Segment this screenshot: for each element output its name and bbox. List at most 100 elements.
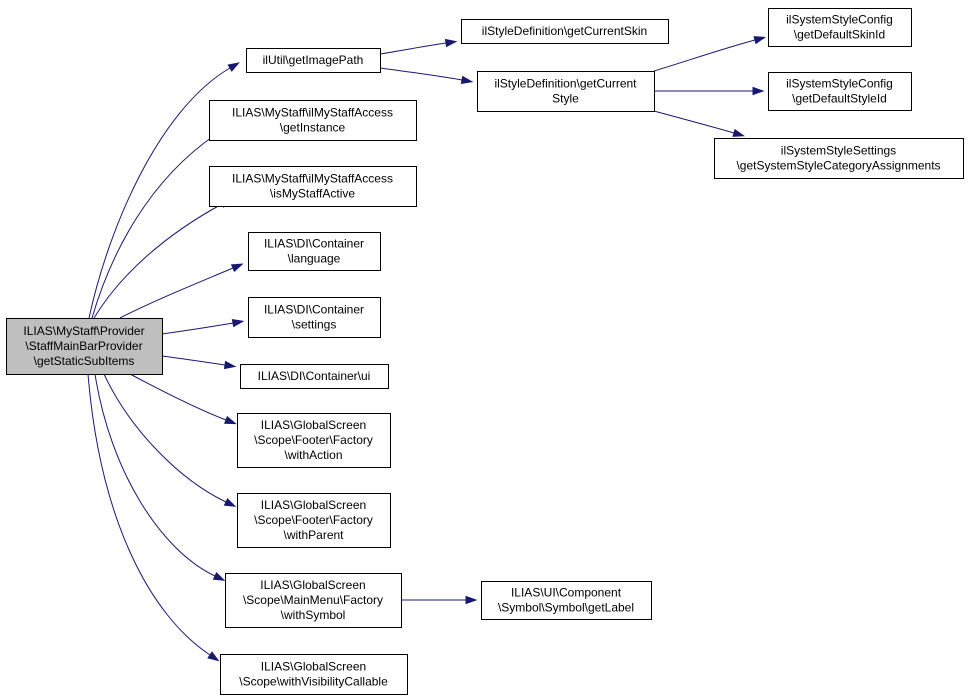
node-di-ui[interactable]: ILIAS\DI\Container\ui xyxy=(240,364,389,389)
edge-line xyxy=(379,67,463,81)
node-label-line: \StaffMainBarProvider xyxy=(25,339,142,353)
edge-root-to-di_settings xyxy=(161,318,245,335)
arrowhead-icon xyxy=(753,36,767,45)
edge-line xyxy=(653,39,756,72)
edge-line xyxy=(119,267,234,319)
node-label-line: ilStyleDefinition\getCurrentSkin xyxy=(482,24,647,38)
node-label-line: \settings xyxy=(292,318,337,332)
node-box xyxy=(209,166,417,207)
edge-root-to-footer_parent xyxy=(103,373,237,507)
node-label-line: \Symbol\Symbol\getLabel xyxy=(498,601,634,615)
edge-line xyxy=(161,355,226,366)
arrowhead-icon xyxy=(224,415,237,425)
arrowhead-icon xyxy=(231,318,245,328)
arrowhead-icon xyxy=(230,263,244,273)
edge-line xyxy=(88,67,231,319)
edge-imagepath-to-current_skin xyxy=(379,38,458,55)
node-imagepath[interactable]: ilUtil\getImagePath xyxy=(246,48,381,73)
node-box xyxy=(248,232,381,271)
node-label-line: \getDefaultSkinId xyxy=(794,28,885,42)
node-label-line: ILIAS\GlobalScreen xyxy=(261,660,366,674)
node-label-line: \Scope\Footer\Factory xyxy=(254,513,373,527)
node-root[interactable]: ILIAS\MyStaff\Provider\StaffMainBarProvi… xyxy=(6,318,163,375)
node-label-line: ILIAS\GlobalScreen xyxy=(261,498,366,512)
node-box xyxy=(237,413,391,468)
node-label-line: ilSystemStyleSettings xyxy=(781,144,896,158)
edge-root-to-access_get xyxy=(91,128,225,319)
node-access-active[interactable]: ILIAS\MyStaff\ilMyStaffAccess\isMyStaffA… xyxy=(209,166,417,207)
node-label-line: \getDefaultStyleId xyxy=(792,92,887,106)
node-label-line: ILIAS\GlobalScreen xyxy=(261,418,366,432)
node-box xyxy=(461,19,669,44)
node-box xyxy=(209,100,417,141)
node-current-skin[interactable]: ilStyleDefinition\getCurrentSkin xyxy=(461,19,669,44)
node-default-style[interactable]: ilSystemStyleConfig\getDefaultStyleId xyxy=(768,72,912,111)
edge-line xyxy=(91,134,216,319)
node-label-line: \withAction xyxy=(284,448,342,462)
edge-current_style-to-default_style xyxy=(654,86,765,96)
arrowhead-icon xyxy=(223,497,237,507)
node-label-line: Style xyxy=(552,92,579,106)
node-di-settings[interactable]: ILIAS\DI\Container\settings xyxy=(248,297,381,338)
node-label-line: \withSymbol xyxy=(281,608,346,622)
node-label-line: \getSystemStyleCategoryAssignments xyxy=(736,159,940,173)
edge-line xyxy=(161,322,234,335)
edge-current_style-to-default_skin xyxy=(653,36,767,72)
node-label-line: ILIAS\DI\Container\ui xyxy=(258,369,371,383)
node-label-line: \language xyxy=(288,252,341,266)
node-box xyxy=(246,48,381,73)
node-box xyxy=(768,8,912,47)
edge-mainmenu_symbol-to-symbol_label xyxy=(400,595,478,605)
node-box xyxy=(240,364,389,389)
node-label-line: \getInstance xyxy=(280,121,346,135)
node-label-line: \Scope\MainMenu\Factory xyxy=(243,593,383,607)
node-box xyxy=(481,581,652,620)
node-box xyxy=(220,654,408,695)
node-box xyxy=(237,493,391,548)
arrowhead-icon xyxy=(444,38,458,48)
node-di-language[interactable]: ILIAS\DI\Container\language xyxy=(248,232,381,271)
node-box xyxy=(714,138,964,179)
arrowhead-icon xyxy=(752,86,765,96)
node-access-get[interactable]: ILIAS\MyStaff\ilMyStaffAccess\getInstanc… xyxy=(209,100,417,141)
arrowhead-icon xyxy=(465,595,478,605)
node-box xyxy=(225,573,402,628)
node-scope-visibility[interactable]: ILIAS\GlobalScreen\Scope\withVisibilityC… xyxy=(220,654,408,695)
edges-layer xyxy=(87,36,767,662)
node-box xyxy=(477,71,655,112)
node-label-line: ILIAS\DI\Container xyxy=(264,237,364,251)
node-box xyxy=(248,297,381,338)
node-category-assign[interactable]: ilSystemStyleSettings\getSystemStyleCate… xyxy=(714,138,964,179)
edge-root-to-footer_action xyxy=(129,373,237,425)
edge-root-to-di_ui xyxy=(161,355,237,370)
node-footer-parent[interactable]: ILIAS\GlobalScreen\Scope\Footer\Factory\… xyxy=(237,493,391,548)
edge-imagepath-to-current_style xyxy=(379,67,474,85)
arrowhead-icon xyxy=(227,62,240,72)
node-label-line: ILIAS\MyStaff\ilMyStaffAccess xyxy=(232,172,393,186)
node-default-skin[interactable]: ilSystemStyleConfig\getDefaultSkinId xyxy=(768,8,912,47)
node-label-line: ILIAS\MyStaff\Provider xyxy=(23,324,144,338)
edge-root-to-mainmenu_symbol xyxy=(94,373,226,581)
node-label-line: ilSystemStyleConfig xyxy=(786,77,893,91)
edge-line xyxy=(93,203,223,319)
node-symbol-label[interactable]: ILIAS\UI\Component\Symbol\Symbol\getLabe… xyxy=(481,581,652,620)
node-label-line: ilSystemStyleConfig xyxy=(786,13,893,27)
node-label-line: \getStaticSubItems xyxy=(34,354,135,368)
arrowhead-icon xyxy=(732,128,746,137)
node-label-line: ILIAS\UI\Component xyxy=(511,586,622,600)
node-mainmenu-symbol[interactable]: ILIAS\GlobalScreen\Scope\MainMenu\Factor… xyxy=(225,573,402,628)
node-footer-action[interactable]: ILIAS\GlobalScreen\Scope\Footer\Factory\… xyxy=(237,413,391,468)
edge-line xyxy=(94,373,216,577)
edge-current_style-to-category_assign xyxy=(653,110,746,137)
node-label-line: ilUtil\getImagePath xyxy=(263,53,364,67)
edge-root-to-scope_visibility xyxy=(87,373,220,662)
node-label-line: \isMyStaffActive xyxy=(270,187,355,201)
edge-root-to-di_language xyxy=(119,263,244,319)
nodes-layer: ILIAS\MyStaff\Provider\StaffMainBarProvi… xyxy=(6,8,964,695)
edge-line xyxy=(379,42,447,55)
node-label-line: \Scope\withVisibilityCallable xyxy=(239,675,388,689)
edge-line xyxy=(103,373,227,503)
